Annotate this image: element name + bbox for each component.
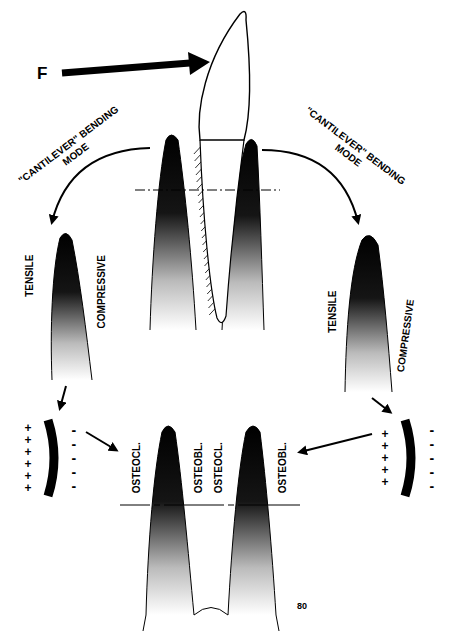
polarity-bar xyxy=(405,420,411,496)
remodelling-crest xyxy=(228,426,276,615)
stress-label: TENSILE xyxy=(24,255,36,297)
remodelling-crest xyxy=(146,426,194,615)
force-label: F xyxy=(37,64,47,84)
cell-label: OSTEOBL. xyxy=(276,442,288,493)
stress-label: TENSILE xyxy=(327,291,339,333)
tooth-crown xyxy=(199,12,249,140)
bent-bone-plate xyxy=(51,233,92,380)
mode-label: "CANTILEVER" BENDING MODE xyxy=(292,101,411,199)
bent-bone-plate xyxy=(345,236,392,392)
tooth-root xyxy=(200,140,244,323)
hatch-line xyxy=(194,147,201,154)
flow-arrow xyxy=(60,386,66,408)
charge-signs: +++++ xyxy=(382,428,389,488)
flow-arrow xyxy=(372,398,390,412)
reference-line xyxy=(135,190,280,191)
cell-label: OSTEOCL. xyxy=(212,442,224,493)
bone-outline xyxy=(143,608,279,631)
figure-number: 80 xyxy=(297,601,307,611)
force-arrow xyxy=(62,63,190,73)
charge-signs: ----- xyxy=(428,423,436,493)
reference-line xyxy=(120,505,300,506)
mode-label: "CANTILEVER" BENDING MODE xyxy=(12,100,131,198)
flow-arrow xyxy=(86,432,116,450)
flow-arrow xyxy=(300,434,372,452)
force-arrowhead xyxy=(188,52,210,75)
alveolar-crest xyxy=(150,135,196,330)
cell-label: OSTEOCL. xyxy=(130,442,142,493)
polarity-bar xyxy=(48,420,54,496)
charge-signs: ++++++ xyxy=(25,422,32,494)
charge-signs: ----- xyxy=(70,423,78,493)
stress-label: COMPRESSIVE xyxy=(95,255,107,328)
stress-label: COMPRESSIVE xyxy=(394,299,416,373)
cell-label: OSTEOBL. xyxy=(192,442,204,493)
bending-arrow xyxy=(262,150,358,222)
